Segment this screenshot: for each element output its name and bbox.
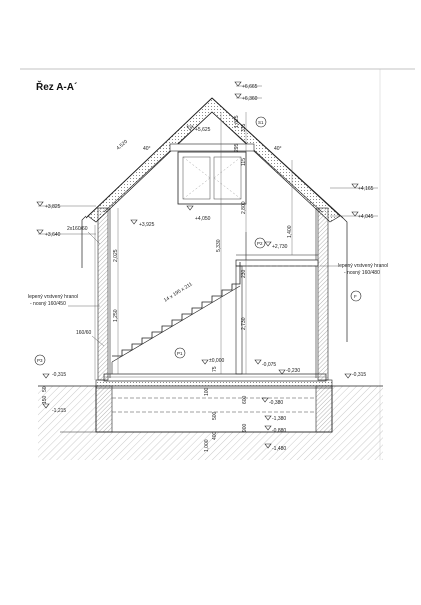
floor-slab	[103, 373, 327, 382]
dim-1250: 1,250	[113, 309, 119, 322]
dim-angle-left: 40°	[143, 146, 151, 152]
dim-angle-right: 40°	[274, 146, 282, 152]
level-terrain-right: -0,315	[352, 372, 366, 378]
dim-335: 335	[241, 123, 247, 132]
level-window-sill: +4,050	[195, 216, 211, 222]
level-foot-r2: -0,880	[272, 428, 286, 434]
tag-p1: P1	[177, 351, 183, 356]
dim-1625: 1,625	[234, 115, 240, 128]
dim-50: 50	[42, 386, 48, 392]
dim-295: 295	[234, 143, 240, 152]
dim-rafter: 4,520	[115, 139, 129, 152]
leader-lines	[38, 85, 378, 347]
stairs-label: 14 x 195 x 211	[163, 281, 194, 303]
foundation	[60, 379, 333, 433]
post-small-label: 160/60	[76, 330, 92, 336]
level-floor: ±0,000	[209, 358, 224, 364]
level-eave-right-bottom: +4,045	[358, 214, 374, 220]
dim-75: 75	[212, 366, 218, 372]
level-markers	[36, 81, 359, 449]
level-foot-r3: -1,380	[272, 416, 286, 422]
dim-2800: 2,800	[241, 201, 247, 214]
beam-right-label-1: lepený vrstvený hranol	[338, 263, 388, 269]
tag-circles	[34, 116, 362, 366]
level-collar: +5,625	[195, 127, 211, 133]
dim-150: 150	[42, 395, 48, 404]
gutters	[81, 215, 348, 342]
level-foot-left: -1,215	[52, 408, 66, 414]
tag-f: F	[354, 294, 357, 299]
dim-115: 115	[241, 158, 247, 166]
dim-2730: 2,730	[241, 317, 247, 330]
level-ridge: +6,360	[242, 96, 258, 102]
beam-right-label-2: - nosný 160/480	[344, 270, 380, 276]
dim-600: 600	[242, 395, 248, 404]
tag-p3: P3	[37, 358, 43, 363]
level-eave-left-inner: +3,925	[139, 222, 155, 228]
dim-900: 900	[242, 423, 248, 432]
dim-5330: 5,330	[216, 239, 222, 252]
dim-230: 230	[241, 269, 247, 278]
dim-2025: 2,025	[113, 249, 119, 262]
level-landing: +2,730	[272, 244, 288, 250]
roof	[85, 97, 344, 223]
staircase	[111, 262, 241, 374]
post-left-label: 2x160/60	[67, 226, 88, 232]
left-wall	[94, 207, 111, 381]
tag-s1: S1	[258, 120, 264, 125]
level-foot-r4: -1,480	[272, 446, 286, 452]
tag-p2: P2	[257, 241, 263, 246]
level-eave-right-top: +4,165	[358, 186, 374, 192]
level-floor-right: -0,075	[262, 362, 276, 368]
dim-100: 100	[204, 387, 210, 396]
level-ridge-top: +6,665	[242, 84, 258, 90]
beam-left-label-1: lepený vrstvený hranol	[28, 294, 78, 300]
dim-400: 400	[212, 431, 218, 440]
gallery-floor	[235, 232, 319, 375]
section-title: Řez A-A´	[36, 82, 78, 93]
roof-window	[177, 151, 247, 205]
beam-left-label-2: - nosný 160/450	[30, 301, 66, 307]
level-eave-left-bottom: +3,640	[45, 232, 61, 238]
dim-500: 500	[212, 411, 218, 420]
right-wall	[315, 207, 329, 381]
level-eave-left-top: +3,825	[45, 204, 61, 210]
dim-1000: 1,000	[204, 439, 210, 452]
level-floor-right-2: -0,230	[286, 368, 300, 374]
dim-1400: 1,400	[287, 225, 293, 238]
level-terrain-left: -0,315	[52, 372, 66, 378]
level-foot-r1: -0,380	[269, 400, 283, 406]
